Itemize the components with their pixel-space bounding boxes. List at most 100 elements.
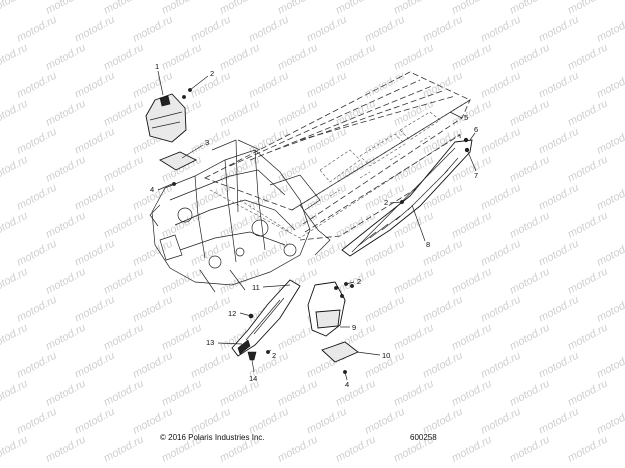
watermark-text: motod.ru bbox=[218, 98, 262, 129]
watermark-text: motod.ru bbox=[15, 126, 59, 157]
watermark-text: motod.ru bbox=[102, 322, 146, 353]
watermark-text: motod.ru bbox=[508, 266, 552, 297]
watermark-text: motod.ru bbox=[595, 126, 625, 157]
callout-13: 13 bbox=[206, 338, 214, 347]
watermark-text: motod.ru bbox=[276, 98, 320, 129]
watermark-text: motod.ru bbox=[189, 406, 233, 437]
watermark-text: motod.ru bbox=[479, 182, 523, 213]
watermark-text: motod.ru bbox=[0, 42, 30, 73]
watermark-text: motod.ru bbox=[537, 182, 581, 213]
watermark-text: motod.ru bbox=[392, 42, 436, 73]
watermark-text: motod.ru bbox=[566, 42, 610, 73]
watermark-text: motod.ru bbox=[160, 210, 204, 241]
watermark-text: motod.ru bbox=[44, 42, 88, 73]
watermark-text: motod.ru bbox=[479, 350, 523, 381]
watermark-text: motod.ru bbox=[73, 14, 117, 45]
watermark-text: motod.ru bbox=[73, 294, 117, 325]
watermark-text: motod.ru bbox=[566, 210, 610, 241]
callout-7: 7 bbox=[474, 171, 478, 180]
watermark-text: motod.ru bbox=[508, 378, 552, 409]
callout-12: 12 bbox=[228, 309, 236, 318]
watermark-text: motod.ru bbox=[0, 266, 30, 297]
watermark-text: motod.ru bbox=[537, 14, 581, 45]
callout-11: 11 bbox=[252, 283, 260, 292]
watermark-text: motod.ru bbox=[450, 98, 494, 129]
watermark-text: motod.ru bbox=[189, 126, 233, 157]
part-8-running-board bbox=[341, 137, 473, 257]
watermark-text: motod.ru bbox=[0, 434, 30, 465]
watermark-text: motod.ru bbox=[595, 70, 625, 101]
watermark-text: motod.ru bbox=[44, 378, 88, 409]
watermark-text: motod.ru bbox=[44, 154, 88, 185]
watermark-text: motod.ru bbox=[334, 42, 378, 73]
watermark-text: motod.ru bbox=[102, 154, 146, 185]
watermark-text: motod.ru bbox=[305, 238, 349, 269]
callout-6: 6 bbox=[474, 125, 478, 134]
watermark-text: motod.ru bbox=[537, 70, 581, 101]
watermark-text: motod.ru bbox=[508, 434, 552, 465]
watermark-text: motod.ru bbox=[276, 434, 320, 465]
watermark-text: motod.ru bbox=[508, 210, 552, 241]
watermark-text: motod.ru bbox=[218, 42, 262, 73]
watermark-text: motod.ru bbox=[537, 406, 581, 437]
watermark-text: motod.ru bbox=[421, 14, 465, 45]
watermark-text: motod.ru bbox=[102, 210, 146, 241]
watermark-text: motod.ru bbox=[276, 154, 320, 185]
watermark-text: motod.ru bbox=[450, 322, 494, 353]
watermark-text: motod.ru bbox=[450, 434, 494, 465]
watermark-text: motod.ru bbox=[421, 70, 465, 101]
watermark-text: motod.ru bbox=[0, 210, 30, 241]
watermark-text: motod.ru bbox=[421, 406, 465, 437]
watermark-text: motod.ru bbox=[392, 98, 436, 129]
watermark-text: motod.ru bbox=[247, 14, 291, 45]
watermark-text: motod.ru bbox=[0, 378, 30, 409]
watermark-text: motod.ru bbox=[305, 70, 349, 101]
watermark-text: motod.ru bbox=[595, 14, 625, 45]
watermark-text: motod.ru bbox=[595, 182, 625, 213]
part-9-bracket bbox=[307, 281, 346, 337]
watermark-text: motod.ru bbox=[479, 70, 523, 101]
watermark-text: motod.ru bbox=[73, 70, 117, 101]
watermark-text: motod.ru bbox=[566, 322, 610, 353]
watermark-text: motod.ru bbox=[450, 42, 494, 73]
watermark-text: motod.ru bbox=[566, 154, 610, 185]
callout-5: 5 bbox=[464, 113, 468, 122]
watermark-text: motod.ru bbox=[0, 154, 30, 185]
watermark-text: motod.ru bbox=[131, 14, 175, 45]
watermark-text: motod.ru bbox=[479, 238, 523, 269]
watermark-text: motod.ru bbox=[392, 322, 436, 353]
watermark-text: motod.ru bbox=[479, 294, 523, 325]
watermark-text: motod.ru bbox=[73, 238, 117, 269]
watermark-text: motod.ru bbox=[537, 238, 581, 269]
watermark-text: motod.ru bbox=[247, 70, 291, 101]
watermark-text: motod.ru bbox=[508, 322, 552, 353]
watermark-text: motod.ru bbox=[479, 126, 523, 157]
watermark-text: motod.ru bbox=[421, 294, 465, 325]
watermark-text: motod.ru bbox=[44, 98, 88, 129]
diagram-number: 600258 bbox=[410, 433, 437, 442]
watermark-text: motod.ru bbox=[479, 406, 523, 437]
watermark-text: motod.ru bbox=[363, 294, 407, 325]
watermark-text: motod.ru bbox=[189, 294, 233, 325]
watermark-text: motod.ru bbox=[450, 210, 494, 241]
watermark-text: motod.ru bbox=[508, 154, 552, 185]
watermark-text: motod.ru bbox=[73, 182, 117, 213]
watermark-text: motod.ru bbox=[15, 70, 59, 101]
watermark-text: motod.ru bbox=[102, 378, 146, 409]
watermark-text: motod.ru bbox=[595, 406, 625, 437]
watermark-text: motod.ru bbox=[44, 322, 88, 353]
watermark-text: motod.ru bbox=[276, 378, 320, 409]
watermark-text: motod.ru bbox=[334, 434, 378, 465]
watermark-text: motod.ru bbox=[305, 14, 349, 45]
part-1-guard bbox=[145, 93, 187, 143]
watermark-text: motod.ru bbox=[392, 378, 436, 409]
watermark-text: motod.ru bbox=[131, 238, 175, 269]
copyright-text: © 2016 Polaris Industries Inc. bbox=[160, 433, 265, 442]
watermark-text: motod.ru bbox=[450, 266, 494, 297]
part-3-plate bbox=[159, 151, 198, 186]
watermark-text: motod.ru bbox=[595, 238, 625, 269]
watermark-text: motod.ru bbox=[15, 294, 59, 325]
callout-8: 8 bbox=[426, 240, 430, 249]
callout-9: 9 bbox=[352, 323, 356, 332]
watermark-text: motod.ru bbox=[421, 350, 465, 381]
